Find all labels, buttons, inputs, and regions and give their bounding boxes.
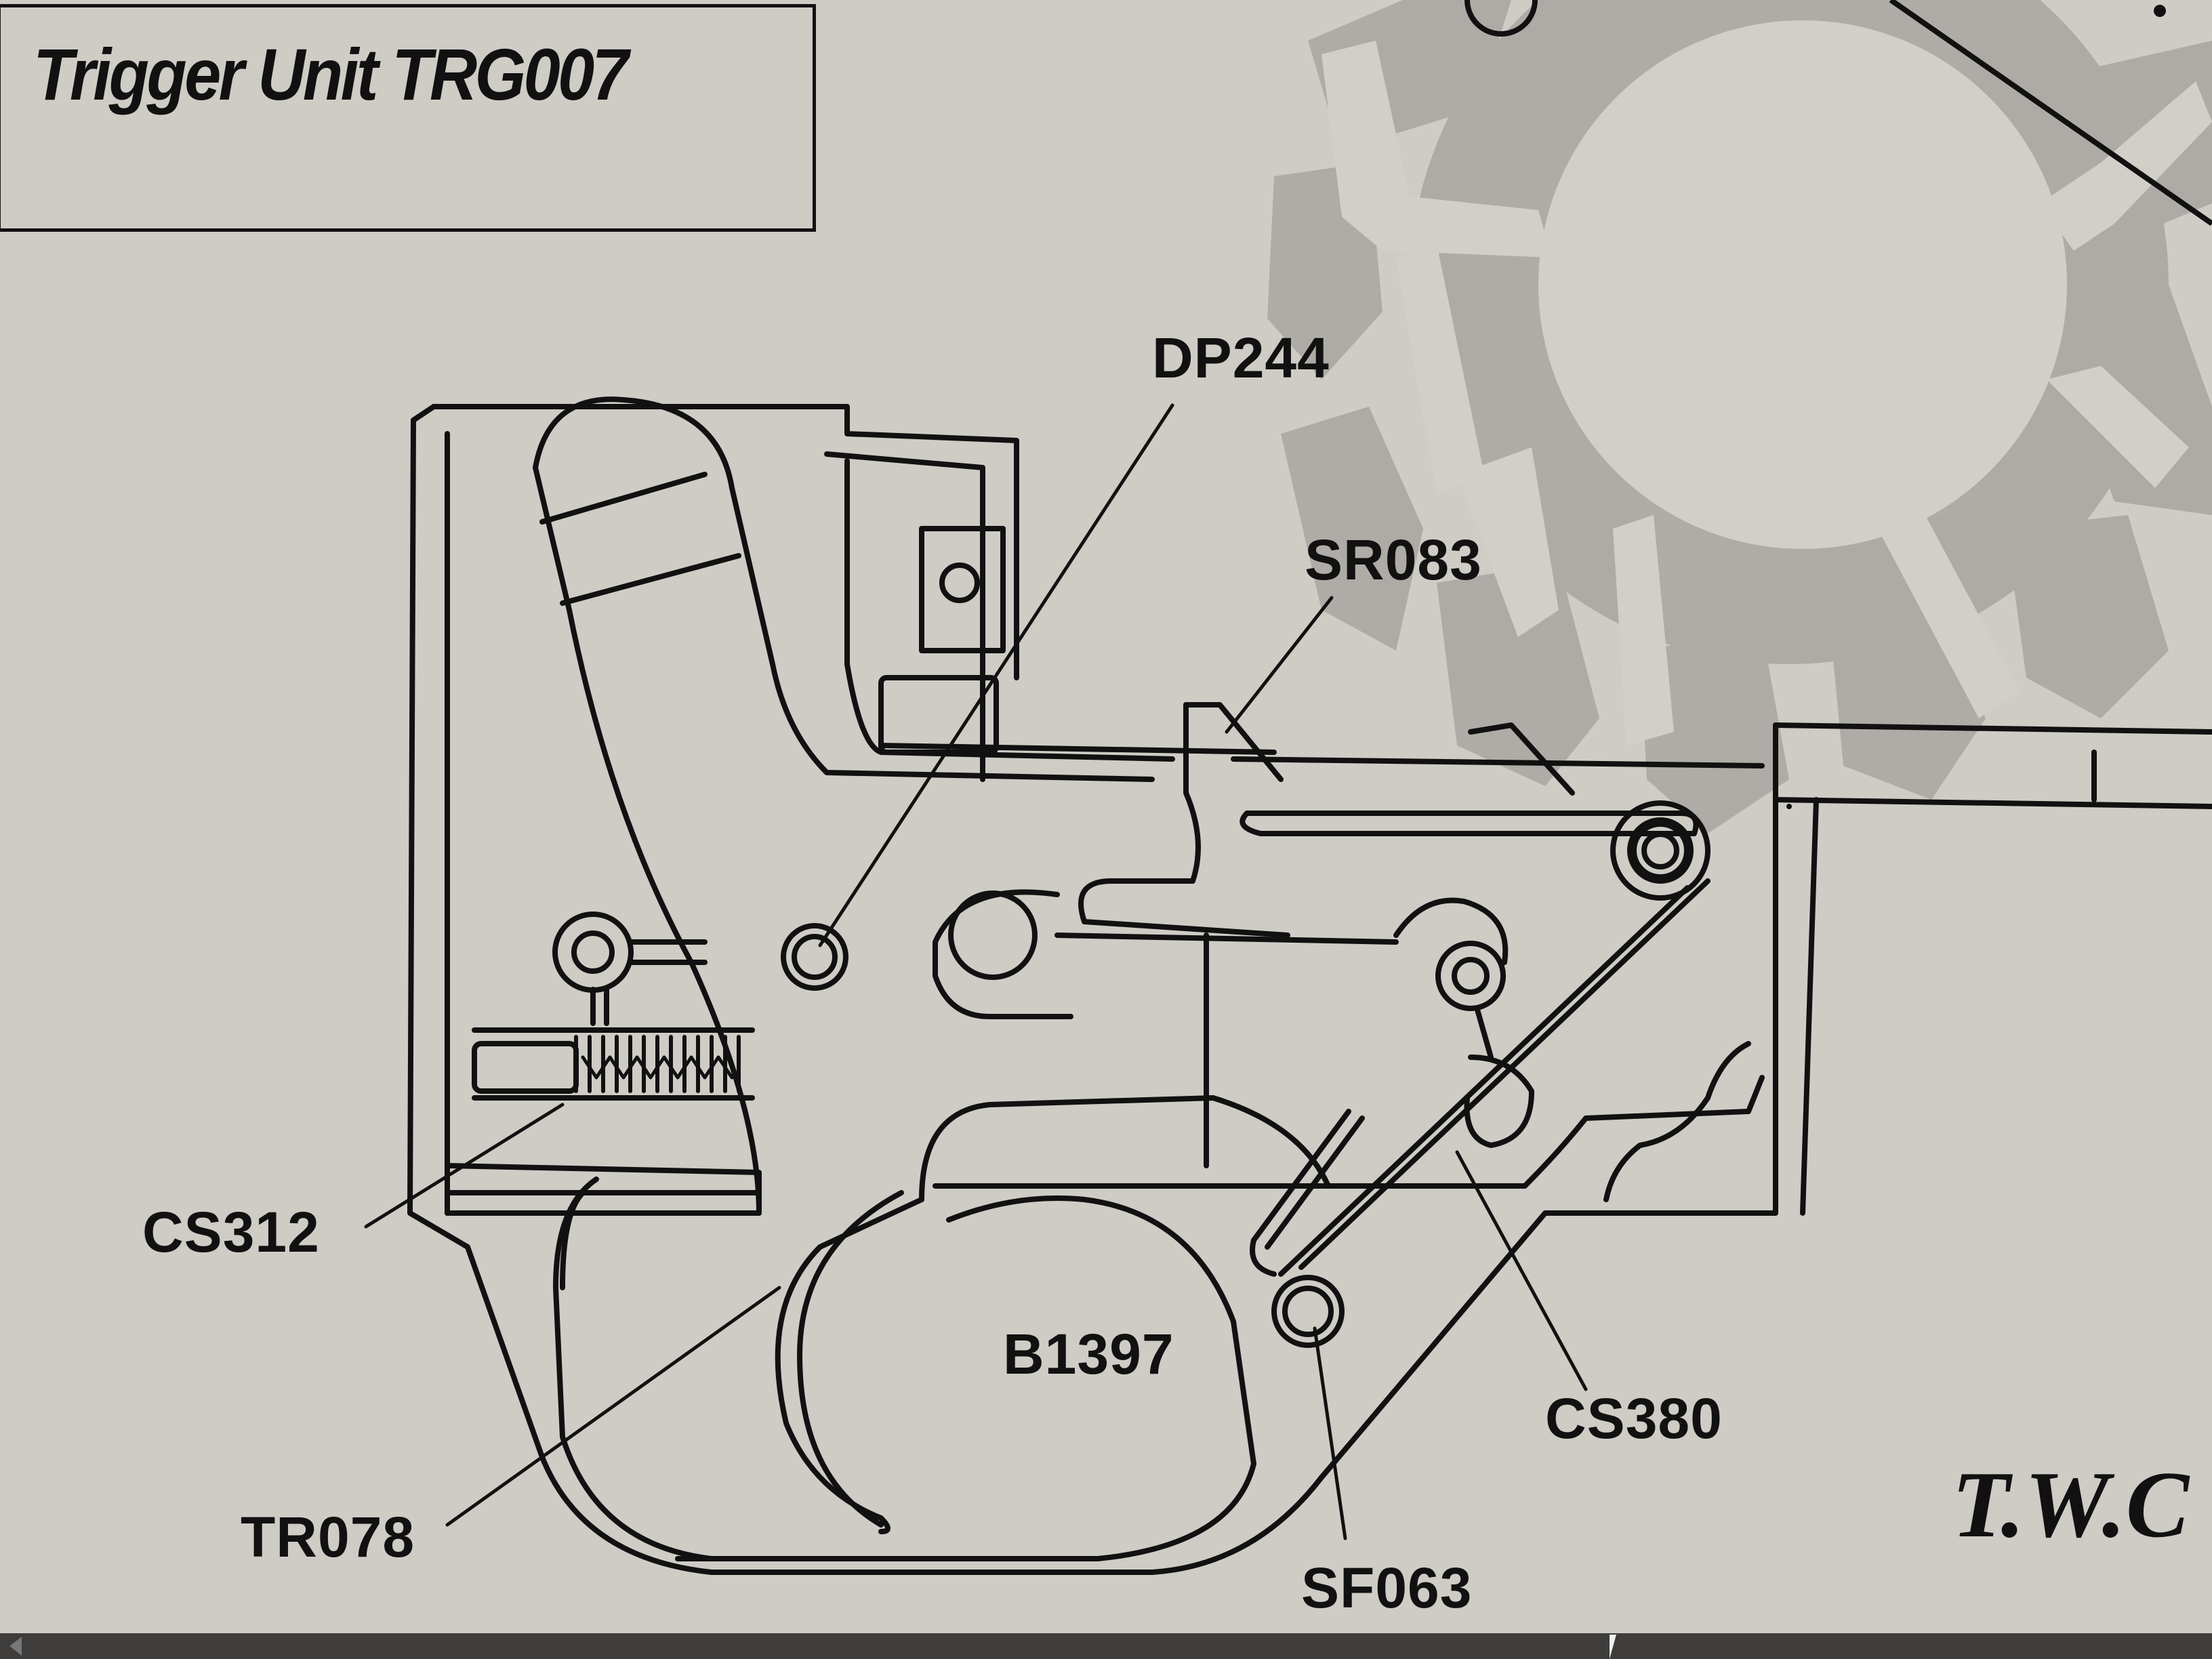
scroll-left-arrow-icon[interactable] (9, 1637, 22, 1656)
horizontal-scrollbar[interactable] (0, 1633, 2212, 1659)
diagram-title: Trigger Unit TRG007 (33, 33, 629, 115)
label-sf063: SF063 (1301, 1556, 1473, 1620)
coil-spring-cs312 (472, 1027, 755, 1101)
label-cs312: CS312 (142, 1200, 320, 1264)
title-box: Trigger Unit TRG007 (0, 4, 816, 232)
label-b1397: B1397 (1003, 1322, 1174, 1386)
leader-lines (364, 403, 1588, 1540)
mouse-cursor-icon (1610, 1635, 1616, 1659)
label-sr083: SR083 (1305, 528, 1482, 592)
brand-mark: T.W.C (1952, 1452, 2190, 1557)
trigger-part (445, 1095, 1331, 1561)
label-dp244: DP244 (1152, 326, 1330, 390)
label-cs380: CS380 (1545, 1387, 1723, 1450)
hammer-part (533, 396, 1277, 1216)
sear-part (933, 702, 1765, 1168)
label-tr078: TR078 (241, 1505, 415, 1569)
housing-frame (407, 404, 2212, 1575)
